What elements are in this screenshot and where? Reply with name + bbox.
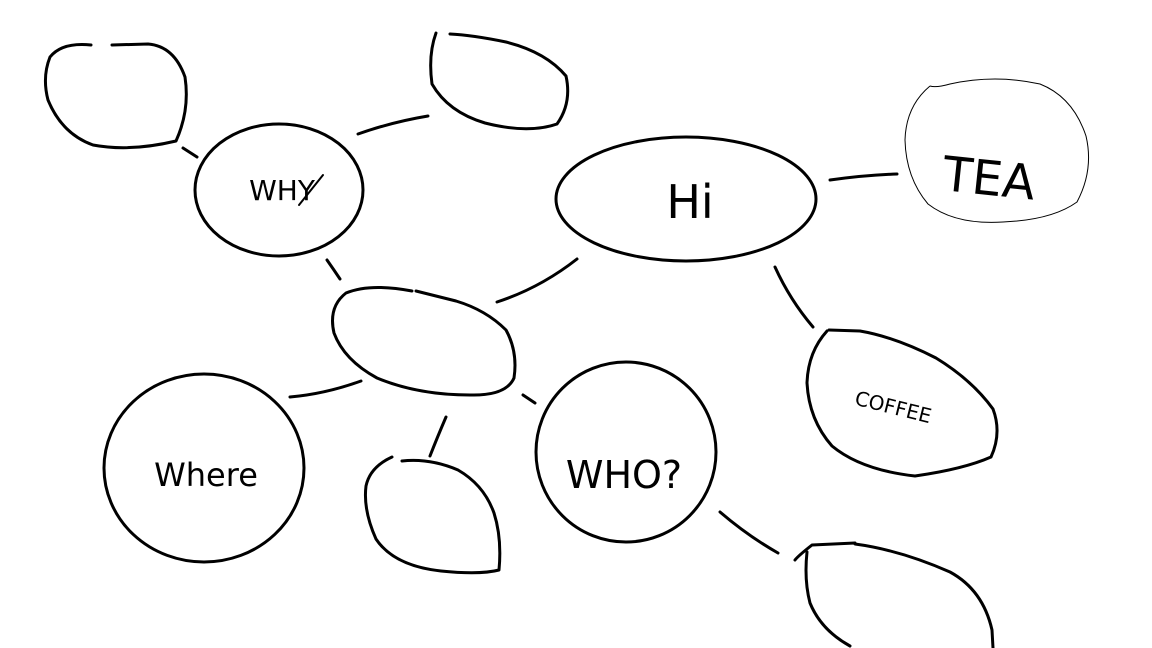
connector-hi-coffee — [773, 265, 815, 329]
connector-hi-center — [495, 257, 579, 304]
connector-who-empty-bottom-right — [718, 510, 780, 555]
connector-why-center — [325, 258, 342, 281]
label-hi: Hi — [666, 175, 713, 229]
label-tea: TEA — [939, 146, 1038, 211]
label-why: WHY — [249, 174, 316, 207]
connector-center-where — [288, 379, 363, 399]
node-where — [102, 372, 306, 564]
label-where: Where — [154, 456, 258, 494]
node-center — [331, 285, 517, 397]
node-empty-bottom-right — [793, 541, 995, 648]
connector-hi-tea — [828, 172, 899, 182]
connector-why-empty-top-center — [356, 114, 430, 136]
connector-center-empty-bottom-center — [428, 415, 448, 458]
label-who: WHO? — [566, 453, 682, 497]
connector-center-who — [521, 393, 537, 405]
node-why — [193, 122, 365, 258]
label-coffee: COFFEE — [852, 386, 933, 428]
node-empty-bottom-center — [364, 455, 502, 575]
node-tea — [904, 78, 1090, 223]
node-empty-top-left — [43, 42, 188, 150]
label-why-scribble — [298, 174, 324, 206]
connector-why-empty-top-left — [181, 146, 199, 159]
node-hi — [554, 135, 818, 263]
node-coffee — [805, 328, 999, 478]
connectors — [181, 114, 899, 555]
node-empty-top-center — [429, 31, 570, 131]
node-who — [534, 360, 718, 544]
